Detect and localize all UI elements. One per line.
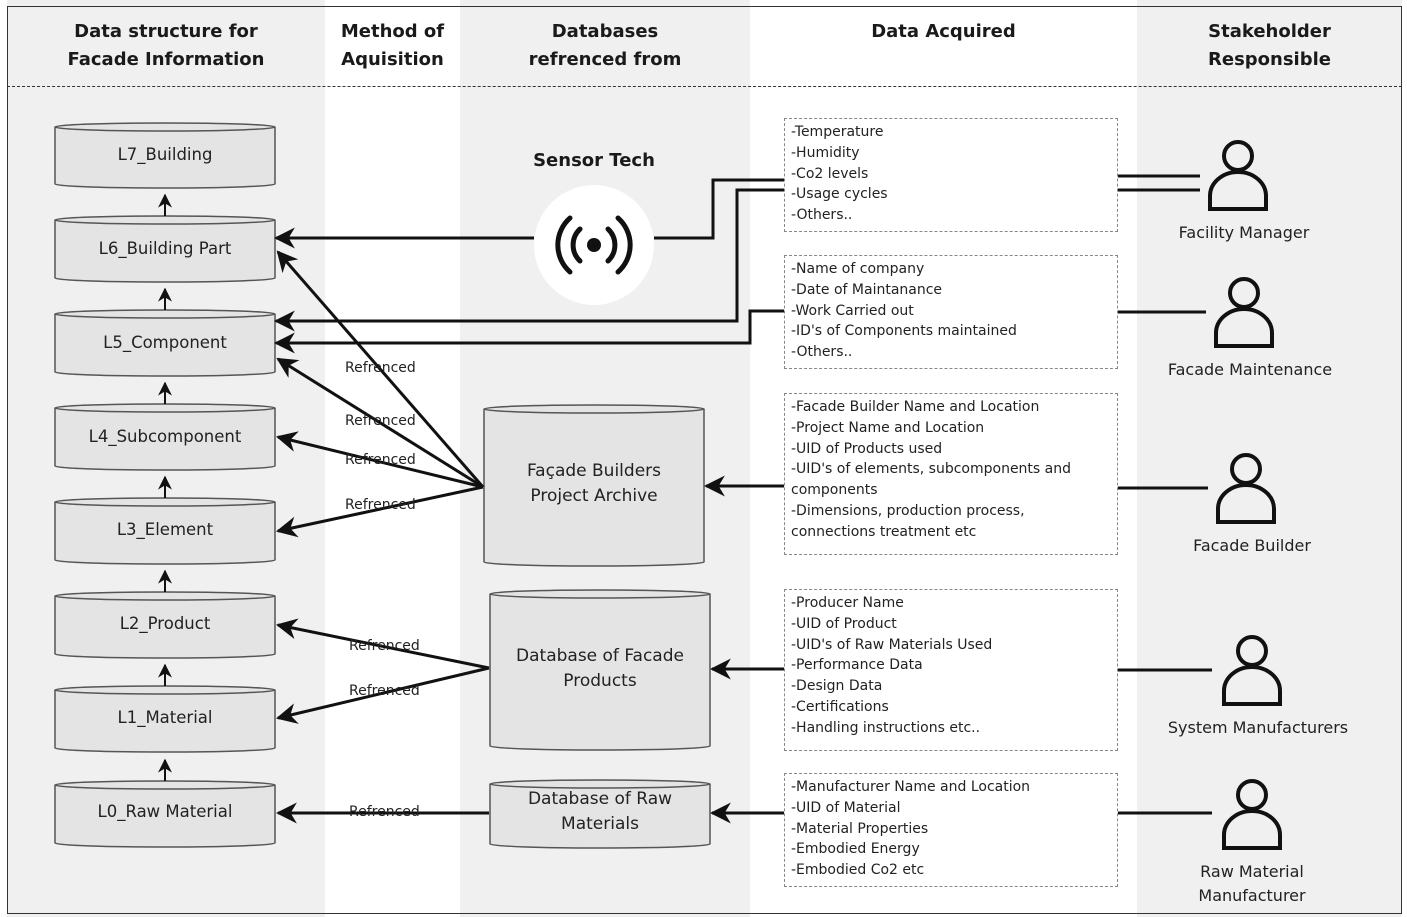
data-item: -Manufacturer Name and Location [791, 779, 1031, 795]
database-cylinder-raw-materials [489, 779, 711, 849]
level-cylinder-l1 [54, 685, 276, 753]
column-band-stakeholder [1137, 0, 1402, 917]
level-label-l0: L0_Raw Material [97, 802, 233, 821]
header-structure: Data structure for Facade Information [67, 21, 265, 70]
level-cylinder-l5 [54, 309, 276, 377]
database-label-facade-products: Database of Facade Products [516, 646, 684, 691]
data-box-products: -Producer Name -UID of Product -UID's of… [784, 589, 1118, 751]
data-item: -Project Name and Location [791, 419, 985, 436]
header-acquired: Data Acquired [871, 21, 1016, 42]
data-box-raw-materials: -Manufacturer Name and Location -UID of … [784, 773, 1118, 887]
data-item: -Facade Builder Name and Location [791, 399, 1040, 415]
data-item: -UID's of Raw Materials Used [791, 636, 993, 653]
level-cylinder-l0 [54, 780, 276, 848]
referenced-label: Refrenced [349, 638, 420, 654]
data-item: -Producer Name [791, 595, 904, 611]
data-item: -Name of company [791, 261, 925, 277]
data-item: -Temperature [791, 124, 884, 140]
header-method: Method of Aquisition [340, 21, 445, 70]
level-label-l6: L6_Building Part [98, 239, 232, 258]
referenced-label: Refrenced [345, 360, 416, 376]
data-box-maintenance: -Name of company -Date of Maintanance -W… [784, 255, 1118, 369]
person-icon [1208, 140, 1268, 211]
data-item: -UID of Material [791, 799, 901, 816]
data-item: -Material Properties [791, 820, 929, 837]
data-box-builder: -Facade Builder Name and Location -Proje… [784, 393, 1118, 555]
level-label-l7: L7_Building [117, 145, 213, 164]
data-item: -UID of Product [791, 615, 897, 632]
person-icon [1214, 277, 1274, 348]
data-item: -Humidity [791, 144, 860, 161]
referenced-label: Refrenced [345, 413, 416, 429]
level-cylinder-l7 [54, 122, 276, 189]
data-item: -ID's of Components maintained [791, 323, 1017, 340]
header-divider [7, 86, 1402, 87]
data-item: -UID's of elements, subcomponents and co… [791, 461, 1072, 499]
stakeholder-label-facade-maintenance: Facade Maintenance [1167, 360, 1333, 379]
sensor-tech-title: Sensor Tech [533, 150, 655, 171]
data-item: -Date of Maintanance [791, 281, 943, 298]
level-label-l2: L2_Product [119, 614, 211, 633]
level-cylinder-l4 [54, 403, 276, 471]
data-item: -Work Carried out [791, 302, 914, 319]
database-label-builders-archive: Façade Builders Project Archive [526, 461, 662, 506]
stakeholder-label-facility-manager: Facility Manager [1178, 223, 1310, 242]
data-item: -Embodied Energy [791, 841, 920, 858]
header-stakeholder: Stakeholder Responsible [1208, 21, 1331, 70]
data-item: -Handling instructions etc.. [791, 719, 981, 736]
referenced-label: Refrenced [345, 497, 416, 513]
data-item: -Design Data [791, 678, 883, 695]
referenced-label: Refrenced [349, 683, 420, 699]
database-cylinder-builders-archive [483, 404, 705, 567]
header-databases: Databases refrenced from [528, 21, 682, 70]
level-cylinder-l2 [54, 591, 276, 659]
connector-lines [273, 174, 1212, 824]
database-cylinder-facade-products [489, 589, 711, 751]
data-item: -Co2 levels [791, 165, 869, 182]
level-cylinder-l6 [54, 215, 276, 283]
data-item: -Embodied Co2 etc [791, 862, 925, 879]
level-label-l3: L3_Element [116, 520, 214, 539]
data-item: -Others.. [791, 344, 853, 361]
data-item: -Others.. [791, 207, 853, 224]
stakeholder-label-system-manufacturers: System Manufacturers [1167, 718, 1349, 737]
data-item: -UID of Products used [791, 440, 943, 457]
level-label-l4: L4_Subcomponent [88, 427, 242, 446]
level-label-l1: L1_Material [117, 708, 213, 727]
data-item: -Dimensions, production process, connect… [791, 502, 1025, 540]
stakeholder-label-facade-builder: Facade Builder [1193, 536, 1311, 555]
database-label-raw-materials: Database of Raw Materials [527, 789, 673, 834]
data-box-sensor: -Temperature -Humidity -Co2 levels -Usag… [784, 118, 1118, 232]
data-item: -Usage cycles [791, 186, 888, 203]
data-item: -Performance Data [791, 657, 923, 674]
referenced-label: Refrenced [345, 452, 416, 468]
stakeholder-label-raw-material-manufacturer: Raw Material Manufacturer [1198, 862, 1306, 905]
person-icon [1216, 453, 1276, 524]
referenced-label: Refrenced [349, 804, 420, 820]
level-label-l5: L5_Component [103, 333, 227, 352]
data-item: -Certifications [791, 698, 889, 715]
person-icon [1222, 779, 1282, 850]
person-icon [1222, 635, 1282, 706]
sensor-broadcast-icon [534, 185, 654, 305]
